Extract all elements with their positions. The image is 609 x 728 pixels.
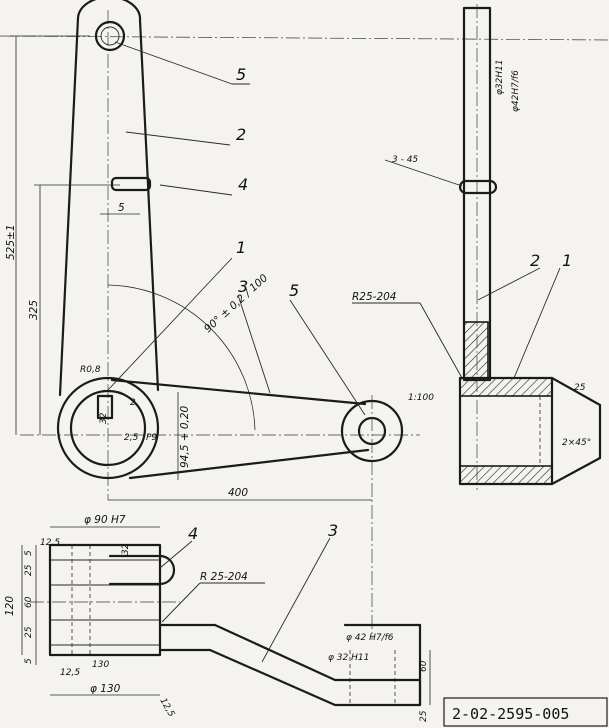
dim-keyway-h: 2,5 [124,433,139,443]
plan-row-0: 5 [24,550,34,556]
side-slot [458,179,498,195]
plan-view: φ 90 H7 32 12,5 12,5 120 5 25 60 25 5 R … [4,514,431,722]
callout-1: 1 [236,238,246,257]
top-pin-inner [100,26,120,46]
callout-labels: 5 2 4 1 3 5 2 1 4 3 [188,65,572,543]
callout-3: 3 [238,277,248,296]
side-bore-top-2: φ42H7/f6 [511,70,521,112]
top-pin-hole [94,20,126,52]
callout-1-side: 1 [562,251,572,270]
side-view: φ32H11 φ42H7/f6 3 - 45 R25-204 1:100 25 … [352,4,602,490]
side-chamfer-top: 3 - 45 [392,155,418,165]
callout-5-arm: 5 [289,281,299,300]
side-bore-top-1: φ32H11 [495,59,505,95]
lever-top-arc [76,0,142,22]
callout-2-side: 2 [530,251,540,270]
dim-slot: 5 [118,202,125,214]
hub-bore [69,389,147,467]
plan-end-60: 60 [419,660,429,672]
dim-total-height: 525±1 [5,224,17,260]
key-plan [108,554,176,586]
keyway [96,394,114,420]
plan-row-4: 5 [24,658,34,664]
plan-row-1: 25 [24,564,34,576]
plan-total-height: 120 [4,596,16,616]
plan-row-2: 60 [24,596,34,608]
hub-plan [48,543,162,657]
arm-outline [110,378,370,480]
side-flatness: 1:100 [408,393,434,403]
key-slot [110,176,152,192]
callout-4-plan: 4 [188,524,198,543]
dim-arm-length: 400 [228,487,248,499]
plan-weld-note: R 25-204 [200,571,248,583]
callout-5-top: 5 [236,65,246,84]
plan-pin-fit: φ 42 H7/f6 [346,633,394,643]
side-chamfer-side: 25 [574,383,586,393]
plan-edge-top: 12,5 [40,538,60,548]
drawing-number: 2-02-2595-005 [452,705,569,723]
plan-end-25: 25 [419,710,429,722]
dim-offset: 2 [130,398,136,408]
plan-bore: φ 90 H7 [84,514,126,526]
callout-2: 2 [236,125,246,144]
dim-radius: R0,8 [80,365,101,375]
dim-bore: 32 [99,412,109,424]
weld-hatch [463,321,489,379]
plan-outer: φ 130 [90,683,121,695]
callout-3-plan: 3 [328,521,338,540]
plan-inner: 130 [92,660,109,670]
callout-4: 4 [238,175,248,194]
dim-keyway-fit: P9 [146,433,157,443]
drawing-number-box: 2-02-2595-005 [443,697,608,727]
lever-outline [58,16,160,397]
hub-outer [56,376,160,480]
dim-angle-arc [107,284,256,431]
plan-pin-bore: φ 32 H11 [328,653,369,663]
top-center-line [0,35,609,41]
plan-chamfer: 12,5 [157,697,176,720]
plan-row-3: 25 [24,626,34,638]
dim-lower-height: 325 [28,300,40,320]
plan-edge-bottom: 12,5 [60,668,80,678]
arm-side [550,376,602,486]
plan-width: 32 [121,543,131,555]
side-chamfer-small: 2×45° [562,438,591,448]
dim-angle: 90° ± 0,2 / 100 [202,272,270,335]
dim-key-depth: 94,5 + 0,20 [179,405,191,468]
side-weld-note: R25-204 [352,291,397,303]
